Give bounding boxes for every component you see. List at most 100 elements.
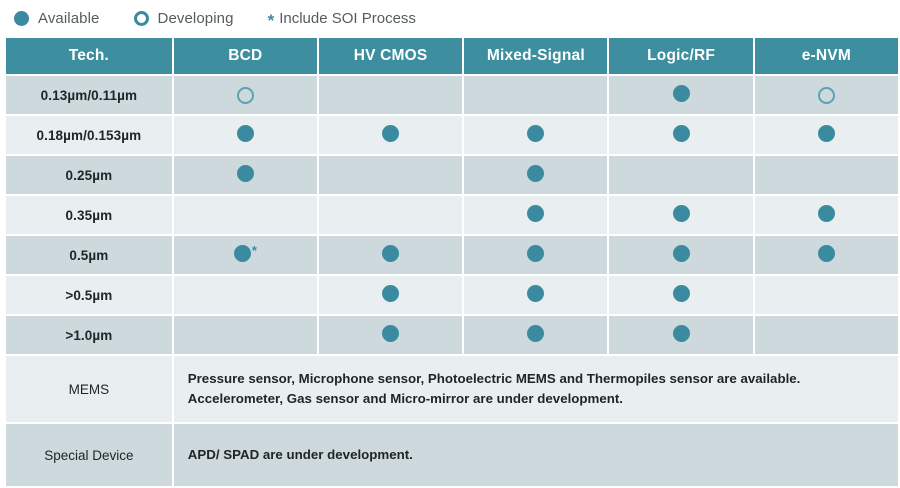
mark-available	[382, 325, 400, 342]
filled-circle-icon	[14, 10, 29, 26]
cell-0-3	[609, 76, 753, 114]
table-row: >1.0µm	[6, 316, 898, 354]
cell-4-2	[464, 236, 608, 274]
mark-available	[672, 285, 690, 302]
filled-circle-icon	[236, 125, 254, 142]
table-row: 0.35µm	[6, 196, 898, 234]
row-label: 0.35µm	[6, 196, 172, 234]
filled-circle-icon	[527, 205, 545, 222]
cell-2-1	[318, 156, 463, 194]
table-header: Tech. BCD HV CMOS Mixed-Signal Logic/RF …	[6, 38, 898, 74]
cell-6-1	[318, 316, 463, 354]
technology-table: Tech. BCD HV CMOS Mixed-Signal Logic/RF …	[4, 36, 900, 488]
legend-label-available: Available	[38, 9, 100, 27]
cell-6-3	[609, 316, 753, 354]
cell-0-2	[464, 76, 608, 114]
note-body: APD/ SPAD are under development.	[173, 424, 898, 486]
mark-available	[527, 165, 545, 182]
legend: Available Developing * Include SOI Proce…	[0, 0, 900, 36]
cell-3-2	[464, 196, 608, 234]
legend-item-developing: Developing	[133, 10, 234, 27]
cell-5-3	[609, 276, 753, 314]
mark-available	[672, 125, 690, 142]
filled-circle-icon	[382, 125, 400, 142]
technology-table-wrapper: Tech. BCD HV CMOS Mixed-Signal Logic/RF …	[0, 36, 900, 488]
cell-5-0	[173, 276, 317, 314]
filled-circle-icon	[672, 325, 690, 342]
mark-available	[236, 165, 254, 182]
cell-1-1	[318, 116, 463, 154]
row-label: 0.25µm	[6, 156, 172, 194]
mark-available	[817, 125, 835, 142]
cell-2-4	[754, 156, 898, 194]
table-row: 0.18µm/0.153µm	[6, 116, 898, 154]
cell-4-3	[609, 236, 753, 274]
cell-3-3	[609, 196, 753, 234]
mark-available	[817, 205, 835, 222]
filled-circle-icon	[817, 125, 835, 142]
mark-available	[236, 125, 254, 142]
cell-5-4	[754, 276, 898, 314]
open-circle-icon	[133, 10, 149, 26]
cell-5-1	[318, 276, 463, 314]
open-circle-icon	[236, 86, 254, 104]
filled-circle-icon	[382, 325, 400, 342]
filled-circle-icon	[672, 85, 690, 102]
asterisk-icon: *	[251, 243, 257, 258]
mark-available	[527, 245, 545, 262]
cell-3-4	[754, 196, 898, 234]
row-label: >1.0µm	[6, 316, 172, 354]
column-header-logic-rf: Logic/RF	[609, 38, 753, 74]
row-label: 0.18µm/0.153µm	[6, 116, 172, 154]
filled-circle-icon	[672, 285, 690, 302]
mark-available	[527, 285, 545, 302]
mark-available	[382, 245, 400, 262]
filled-circle-icon	[382, 285, 400, 302]
filled-circle-icon	[672, 125, 690, 142]
mark-available	[672, 325, 690, 342]
cell-4-0: *	[173, 236, 317, 274]
filled-circle-icon	[233, 245, 251, 262]
mark-available	[672, 85, 690, 102]
note-label: Special Device	[6, 424, 172, 486]
filled-circle-icon	[527, 285, 545, 302]
filled-circle-icon	[817, 245, 835, 262]
cell-5-2	[464, 276, 608, 314]
cell-0-0	[173, 76, 317, 114]
column-header-hv-cmos: HV CMOS	[318, 38, 463, 74]
note-body: Pressure sensor, Microphone sensor, Phot…	[173, 356, 898, 422]
cell-2-0	[173, 156, 317, 194]
note-line: APD/ SPAD are under development.	[187, 447, 413, 463]
mark-available	[382, 285, 400, 302]
mark-available	[527, 205, 545, 222]
filled-circle-icon	[672, 245, 690, 262]
cell-0-4	[754, 76, 898, 114]
cell-1-0	[173, 116, 317, 154]
column-header-mixed-signal: Mixed-Signal	[464, 38, 608, 74]
filled-circle-icon	[672, 205, 690, 222]
cell-4-1	[318, 236, 463, 274]
cell-1-3	[609, 116, 753, 154]
mark-available	[527, 125, 545, 142]
column-header-tech: Tech.	[6, 38, 172, 74]
legend-item-available: Available	[14, 10, 100, 27]
filled-circle-icon	[527, 165, 545, 182]
cell-1-4	[754, 116, 898, 154]
cell-0-1	[318, 76, 463, 114]
cell-2-2	[464, 156, 608, 194]
mark-available	[672, 245, 690, 262]
table-row: 0.5µm*	[6, 236, 898, 274]
filled-circle-icon	[527, 125, 545, 142]
table-row: 0.25µm	[6, 156, 898, 194]
asterisk-icon: *	[267, 10, 275, 30]
mark-available	[527, 325, 545, 342]
mark-available: *	[233, 243, 257, 262]
mark-available	[817, 245, 835, 262]
cell-6-0	[173, 316, 317, 354]
mark-available	[382, 125, 400, 142]
cell-2-3	[609, 156, 753, 194]
legend-label-soi: Include SOI Process	[279, 9, 416, 27]
note-label: MEMS	[6, 356, 172, 422]
